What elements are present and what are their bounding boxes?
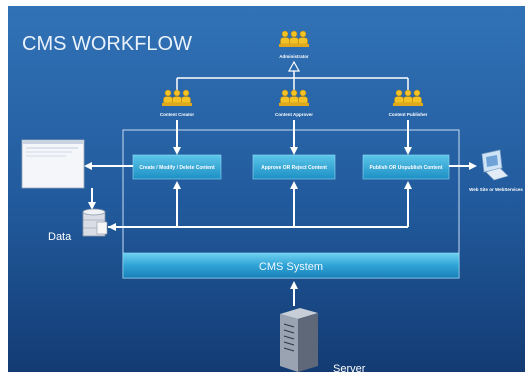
- administrator-icon: [279, 31, 309, 47]
- data-flow-arrows: [84, 162, 477, 231]
- server-label: Server: [333, 363, 366, 375]
- document-window-icon: [21, 139, 85, 189]
- process-publish-label: Publish OR Unpublish Content: [369, 165, 442, 171]
- content-publisher-icon: [393, 90, 423, 106]
- admin-connector: [176, 60, 409, 91]
- process-publish: Publish OR Unpublish Content: [362, 154, 450, 180]
- administrator-label: Administrator: [279, 54, 309, 59]
- process-approve-label: Approve OR Reject Content: [261, 165, 327, 171]
- diagram-background: [8, 6, 525, 372]
- cms-system-label: CMS System: [259, 261, 323, 273]
- content-creator-label: Content Creator: [160, 112, 194, 117]
- process-create-label: Create / Modify / Delete Content: [139, 165, 215, 171]
- process-create: Create / Modify / Delete Content: [132, 154, 222, 180]
- role-arrows: [173, 120, 412, 155]
- diagram-title: CMS WORKFLOW: [22, 33, 192, 55]
- website-label: Web Site or WebServices: [469, 187, 523, 192]
- data-label: Data: [48, 231, 72, 243]
- database-icon: [82, 208, 108, 237]
- process-approve: Approve OR Reject Content: [252, 154, 336, 180]
- content-publisher-label: Content Publisher: [389, 112, 428, 117]
- monitor-icon: [481, 149, 509, 181]
- cms-system-bar: CMS System: [122, 252, 460, 279]
- content-creator-icon: [162, 90, 192, 106]
- content-approver-label: Content Approver: [275, 112, 313, 117]
- content-approver-icon: [279, 90, 309, 106]
- server-icon: [280, 308, 318, 372]
